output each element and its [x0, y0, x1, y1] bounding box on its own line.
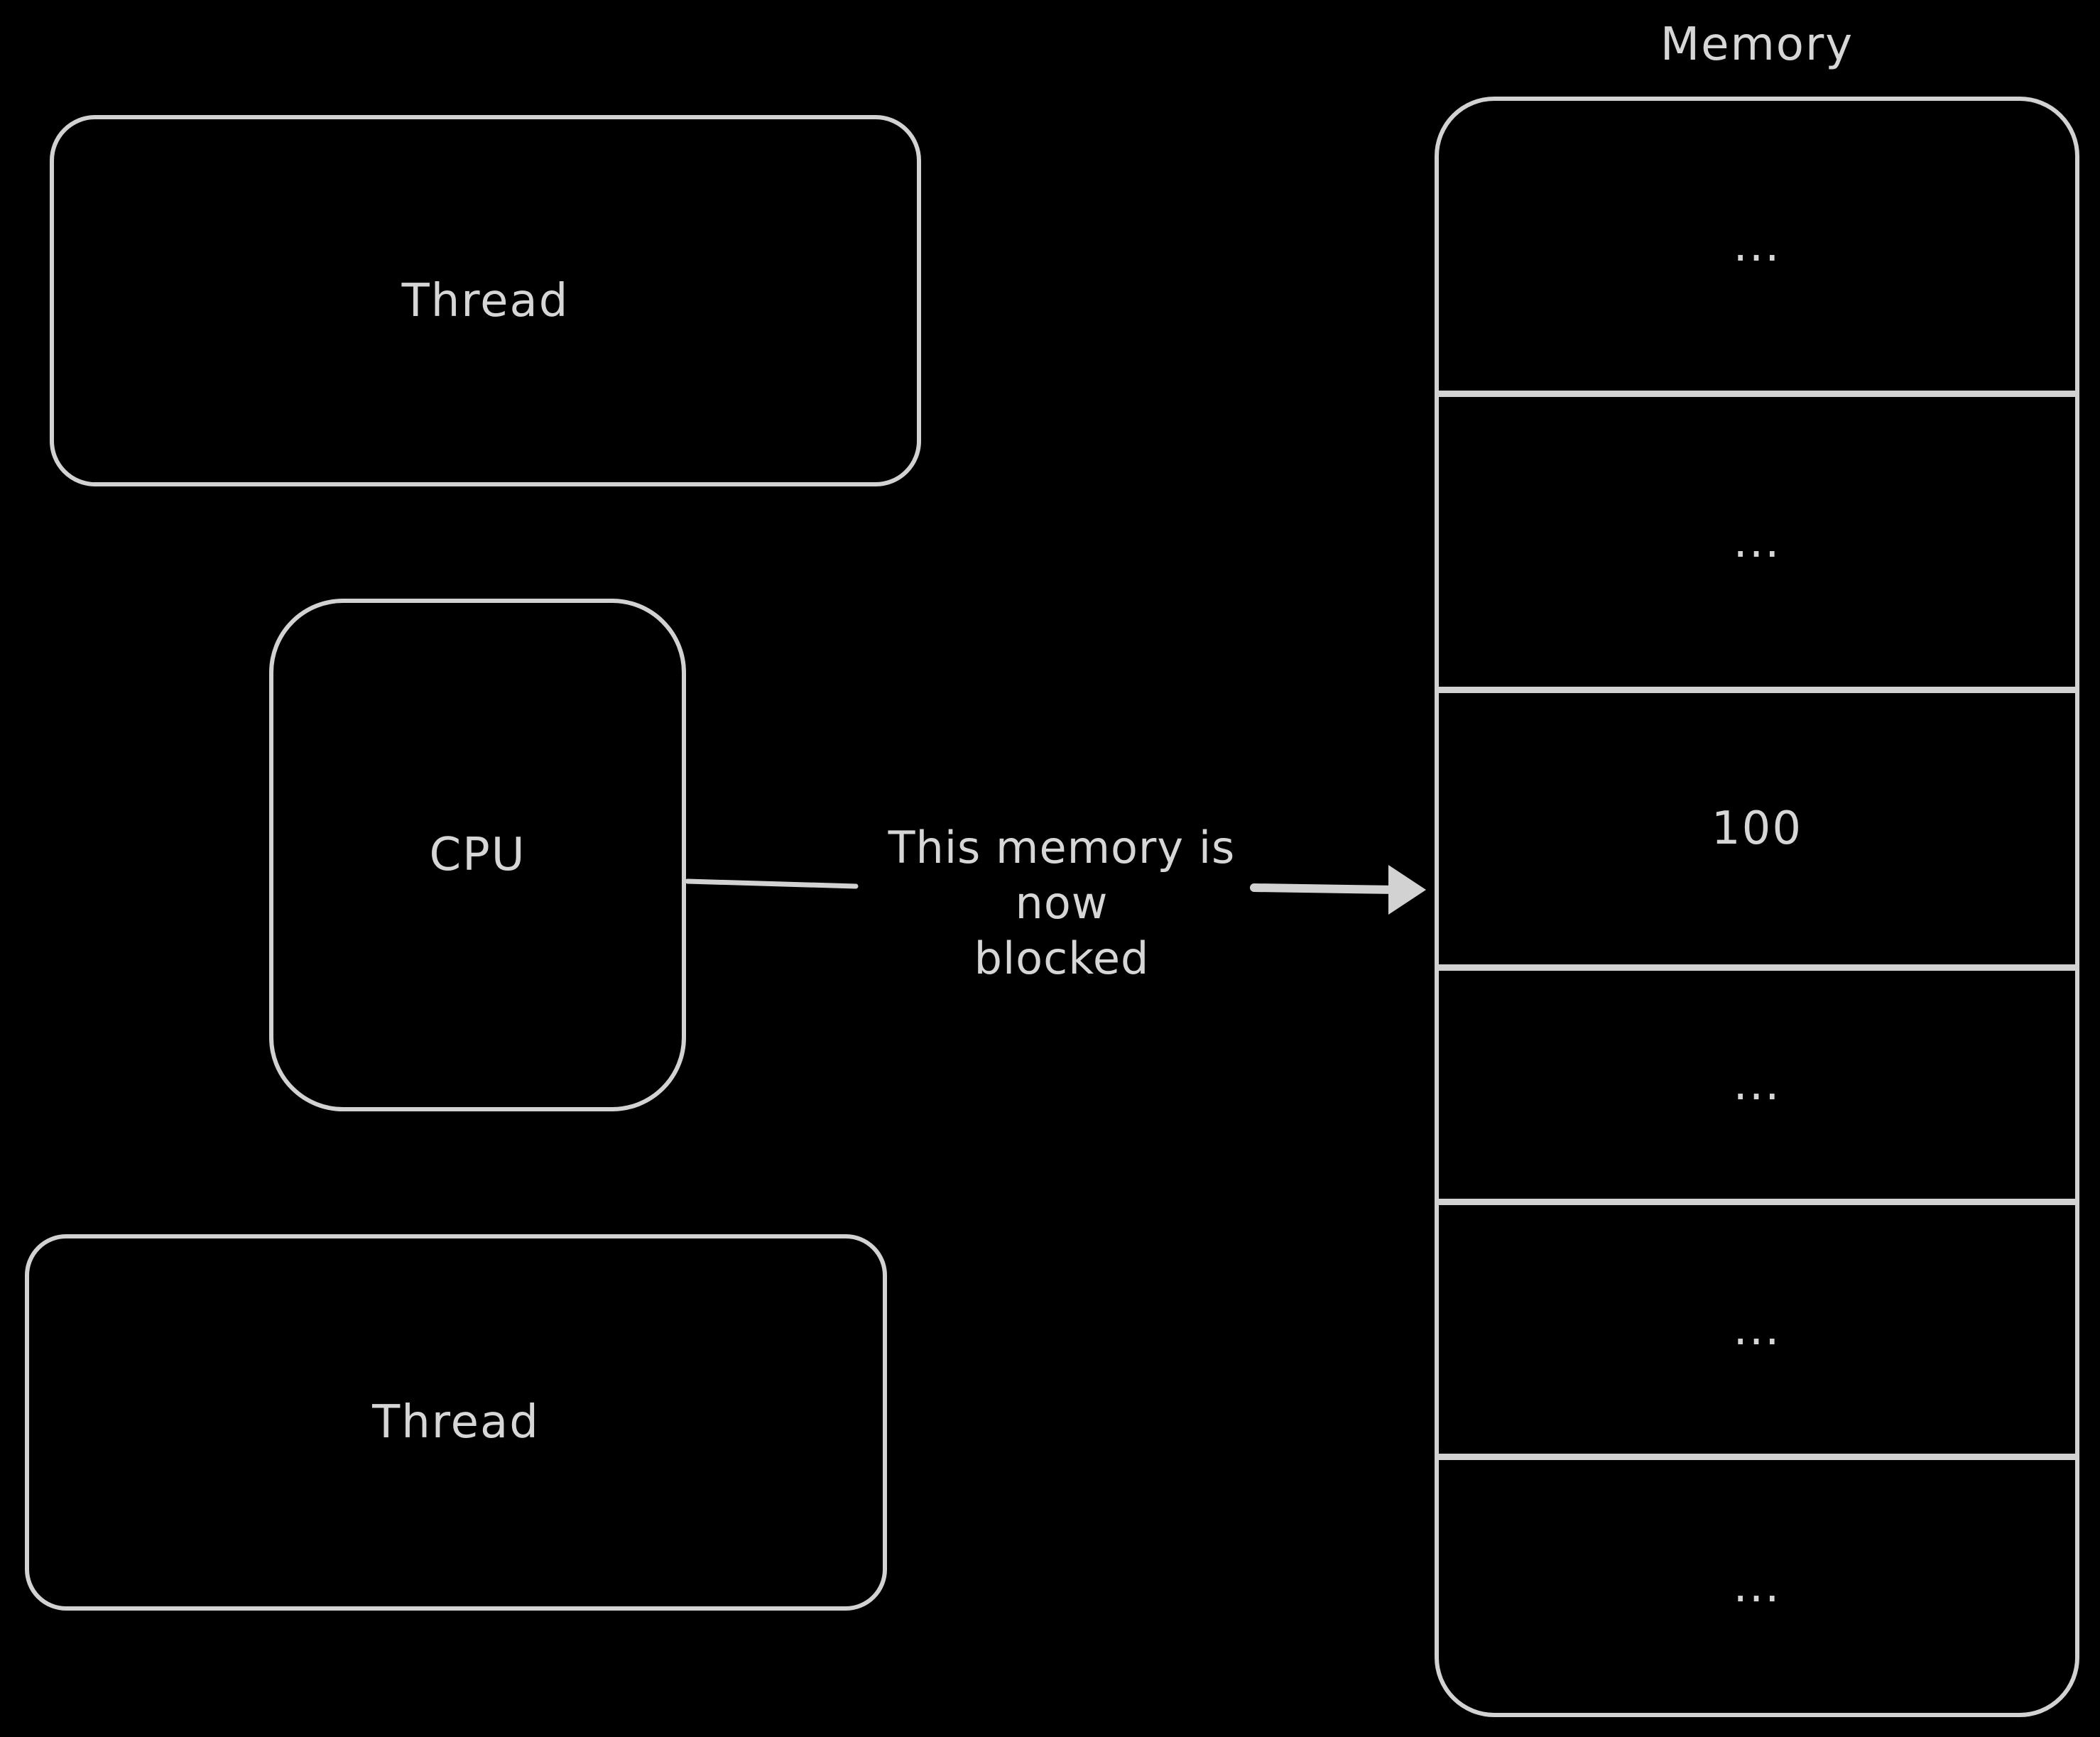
memory-cell-1: ... [1733, 219, 1781, 272]
arrow-right-icon [1388, 865, 1426, 915]
memory-cell-4: ... [1439, 964, 2075, 1199]
cpu-box: CPU [269, 599, 686, 1111]
memory-cell-6: ... [1439, 1453, 2075, 1713]
cpu-to-annotation-line [685, 878, 859, 889]
thread-box-bottom-label: Thread [372, 1396, 540, 1449]
thread-box-top-label: Thread [401, 274, 570, 327]
thread-box-bottom: Thread [25, 1234, 887, 1611]
blocked-memory-annotation-line1: This memory is now [888, 822, 1236, 929]
thread-box-top: Thread [50, 115, 921, 486]
memory-cell-2: ... [1439, 390, 2075, 687]
blocked-memory-annotation-line2: blocked [974, 932, 1150, 984]
memory-title: Memory [1660, 18, 1854, 71]
memory-cell-3-blocked: 100 [1439, 686, 2075, 964]
memory-cell-5: ... [1439, 1198, 2075, 1454]
memory-box: ... ... 100 ... ... ... [1435, 97, 2079, 1717]
cpu-box-label: CPU [429, 829, 526, 881]
blocked-memory-annotation: This memory is now blocked [838, 820, 1285, 986]
